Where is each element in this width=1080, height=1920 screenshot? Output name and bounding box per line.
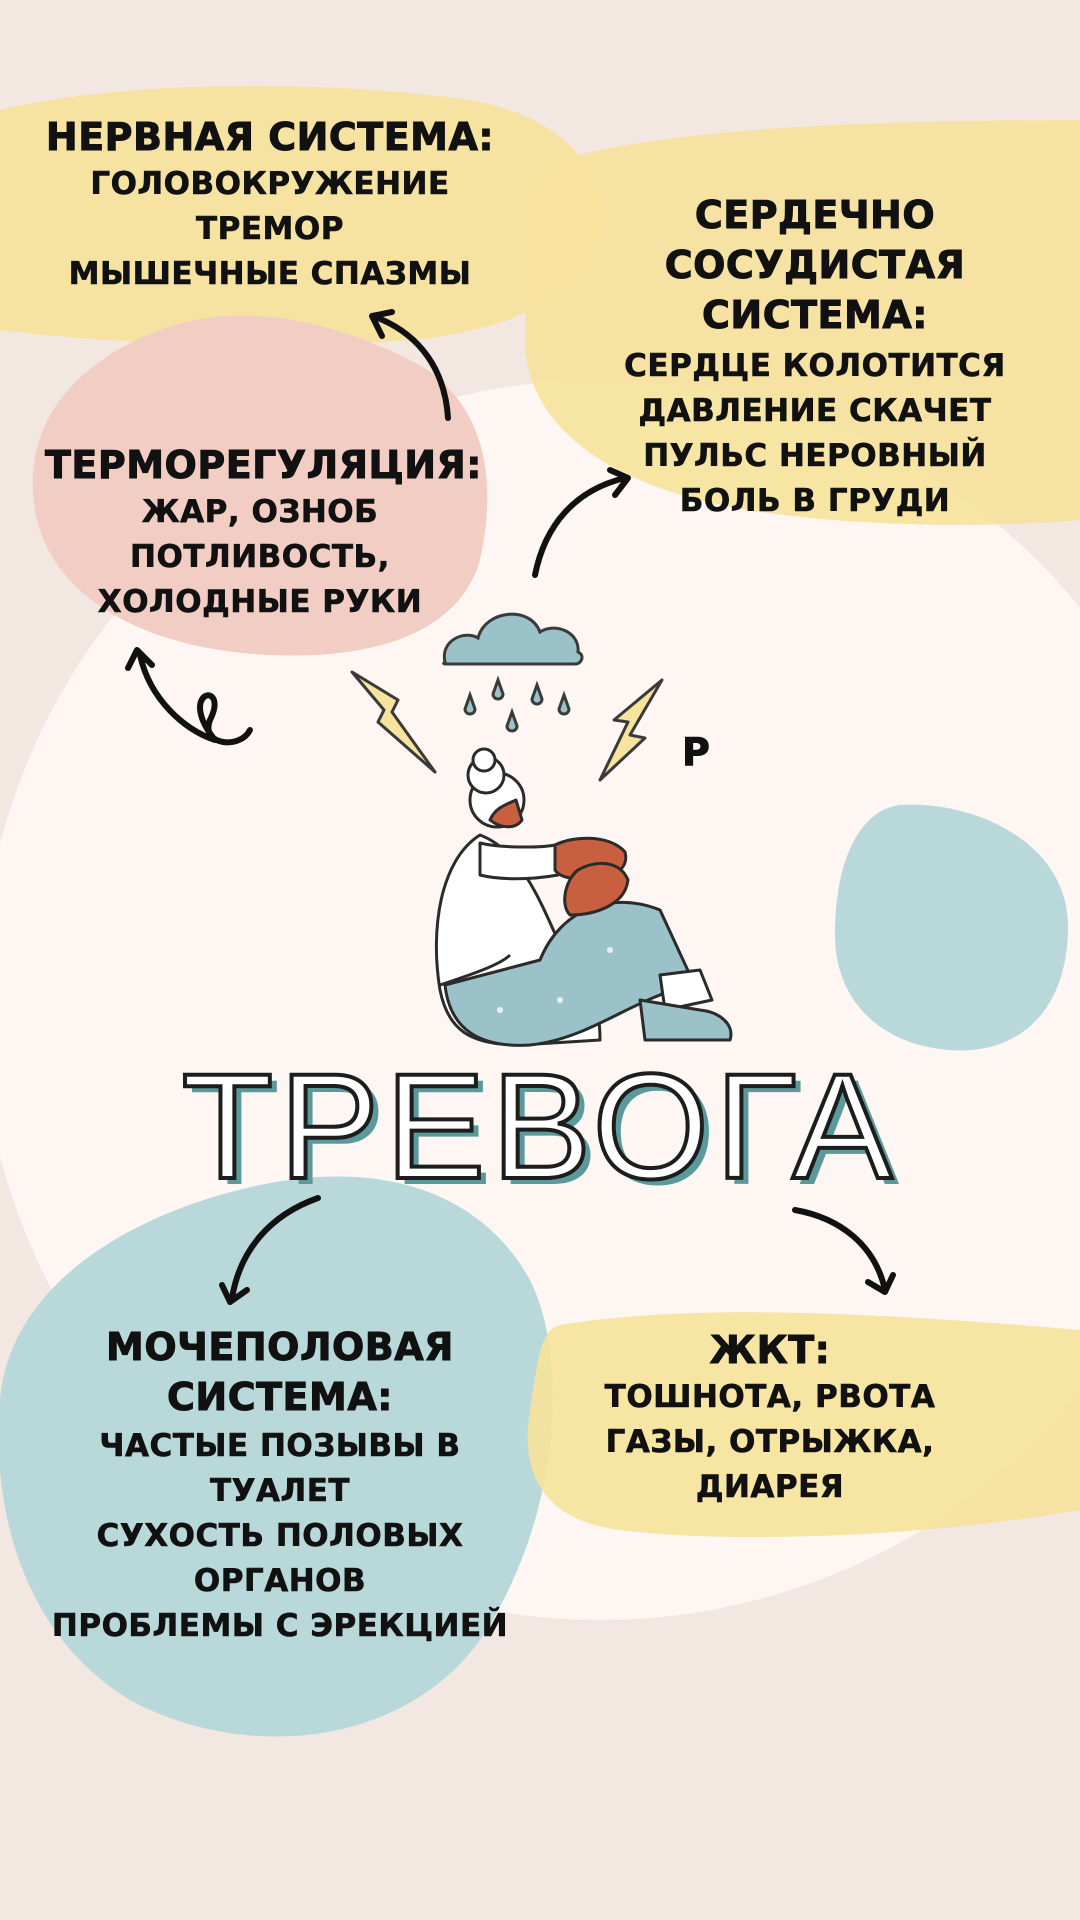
sitting-person-icon (434, 747, 733, 1047)
gi-blob (527, 1312, 1080, 1538)
cardio-line-2: ДАВЛЕНИЕ СКАЧЕТ (638, 393, 992, 430)
arrow-to-nervous (375, 315, 451, 421)
cardio-line-4: БОЛЬ В ГРУДИ (679, 483, 951, 520)
arrowhead-nervous (369, 309, 395, 339)
arrowhead-cardio (607, 467, 631, 498)
cardio-line-1: СЕРДЦЕ КОЛОТИТСЯ (624, 348, 1006, 385)
urogenital-line-1: ЧАСТЫЕ ПОЗЫВЫ В ТУАЛЕТ (99, 1428, 461, 1510)
thermo-blob (32, 315, 488, 656)
arrowhead-urogenital (219, 1282, 250, 1305)
cardio-system-block: СЕРДЕЧНО СОСУДИСТАЯ СИСТЕМА: СЕРДЦЕ КОЛО… (560, 190, 1070, 524)
nervous-line-1: ГОЛОВОКРУЖЕНИЕ (90, 166, 450, 203)
gi-heading: ЖКТ: (709, 1327, 831, 1372)
urogenital-line-2: СУХОСТЬ ПОЛОВЫХ ОРГАНОВ (96, 1518, 464, 1600)
urogenital-system-block: МОЧЕПОЛОВАЯ СИСТЕМА: ЧАСТЫЕ ПОЗЫВЫ В ТУА… (30, 1322, 530, 1649)
arrowhead-gi (865, 1272, 896, 1295)
thermo-line-2: ПОТЛИВОСТЬ, (130, 539, 390, 576)
cardio-blob (524, 120, 1080, 525)
nervous-system-block: НЕРВНАЯ СИСТЕМА: ГОЛОВОКРУЖЕНИЕ ТРЕМОР М… (40, 112, 500, 297)
arrow-to-gi (792, 1207, 888, 1293)
squiggle-arrow-thermo (137, 652, 253, 746)
lightning-icon (350, 670, 664, 782)
thermoregulation-heading: ТЕРМОРЕГУЛЯЦИЯ: (45, 442, 483, 487)
thermo-line-3: ХОЛОДНЫЕ РУКИ (97, 584, 423, 621)
gi-tract-block: ЖКТ: ТОШНОТА, РВОТА ГАЗЫ, ОТРЫЖКА, ДИАРЕ… (590, 1325, 950, 1510)
stray-letter: Р (682, 730, 711, 775)
urogenital-line-3: ПРОБЛЕМЫ С ЭРЕКЦИЕЙ (51, 1608, 509, 1645)
urogenital-heading-line-2: СИСТЕМА: (167, 1375, 393, 1420)
cardio-heading-line-1: СЕРДЕЧНО СОСУДИСТАЯ (664, 192, 966, 288)
page-title: ТРЕВОГА (180, 1040, 899, 1212)
thermoregulation-block: ТЕРМОРЕГУЛЯЦИЯ: ЖАР, ОЗНОБ ПОТЛИВОСТЬ, Х… (45, 440, 483, 625)
rain-cloud-icon (442, 612, 584, 733)
arrow-to-cardio (532, 475, 628, 578)
cardio-line-3: ПУЛЬС НЕРОВНЫЙ (643, 438, 987, 475)
nervous-system-heading: НЕРВНАЯ СИСТЕМА: (45, 114, 495, 159)
nervous-blob (0, 86, 602, 346)
teal-accent-blob (835, 804, 1069, 1051)
gi-line-2: ГАЗЫ, ОТРЫЖКА, (605, 1424, 935, 1461)
gi-line-3: ДИАРЕЯ (695, 1469, 845, 1506)
nervous-line-2: ТРЕМОР (196, 211, 344, 248)
thermo-line-1: ЖАР, ОЗНОБ (141, 494, 379, 531)
arrow-to-urogenital (229, 1195, 321, 1301)
gi-line-1: ТОШНОТА, РВОТА (604, 1379, 936, 1416)
cardio-heading-line-2: СИСТЕМА: (702, 293, 928, 338)
arrowhead-thermo (125, 647, 155, 671)
urogenital-heading-line-1: МОЧЕПОЛОВАЯ (106, 1324, 454, 1369)
nervous-line-3: МЫШЕЧНЫЕ СПАЗМЫ (68, 256, 472, 293)
urogenital-blob (0, 1176, 553, 1737)
